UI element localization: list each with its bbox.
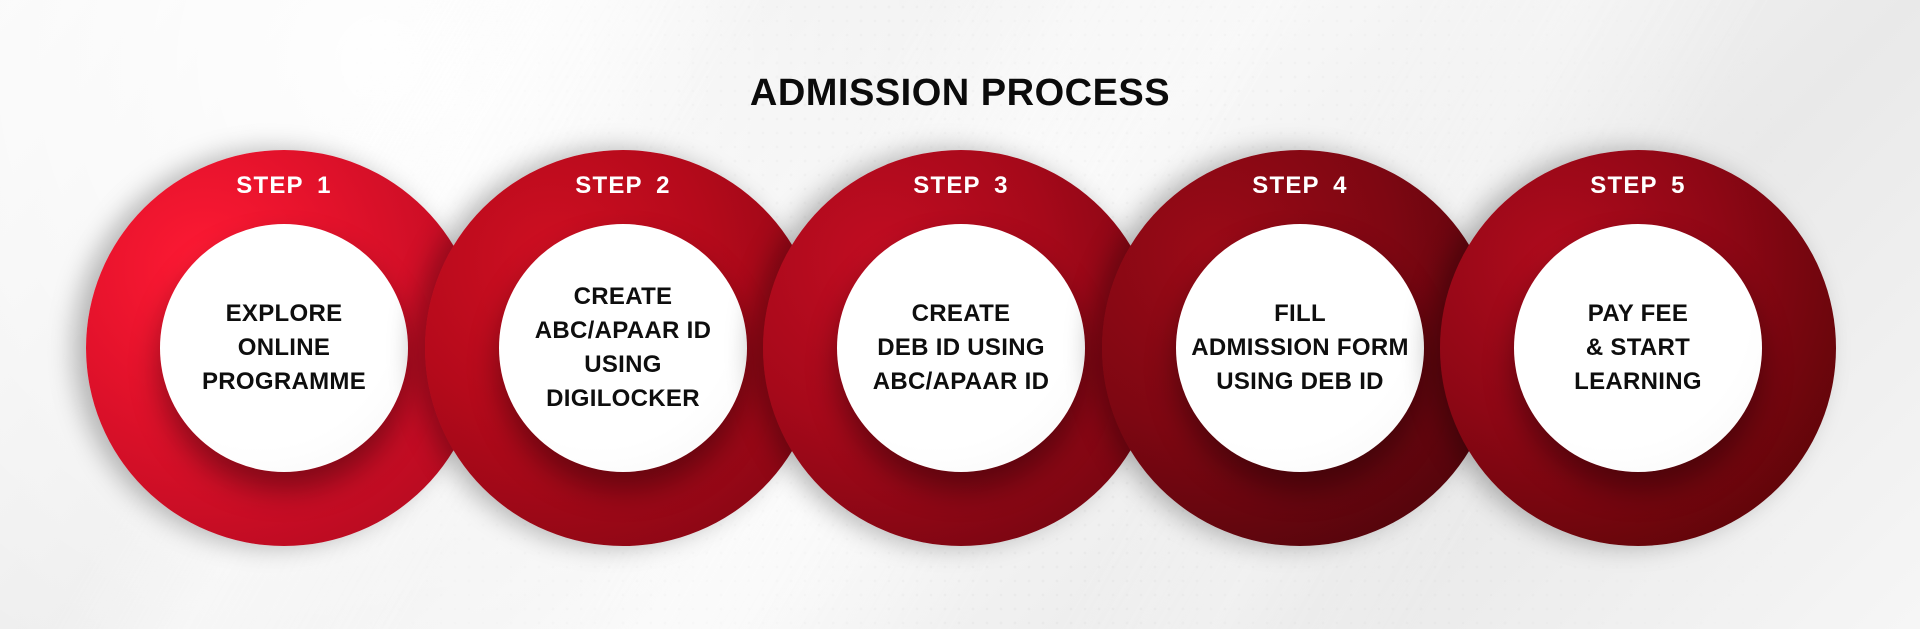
- step-2-circle: STEP 2 CREATE ABC/APAAR ID USING DIGILOC…: [425, 150, 821, 546]
- step-5-inner-circle: PAY FEE & START LEARNING: [1514, 224, 1762, 472]
- step-1-circle: STEP 1 EXPLORE ONLINE PROGRAMME: [86, 150, 482, 546]
- step-2-line-1: CREATE: [573, 283, 673, 310]
- step-5-line-1: PAY FEE: [1587, 300, 1689, 327]
- step-2-text: CREATE ABC/APAAR ID USING DIGILOCKER: [525, 280, 722, 416]
- step-1-line-1: EXPLORE: [225, 300, 343, 327]
- step-3-line-2: DEB ID USING: [877, 334, 1045, 361]
- step-2-line-2: ABC/APAAR ID: [534, 317, 712, 344]
- step-2-line-3: USING: [584, 351, 662, 378]
- step-2-label: STEP 2: [575, 172, 671, 199]
- step-4-line-1: FILL: [1274, 300, 1326, 327]
- step-3-inner-circle: CREATE DEB ID USING ABC/APAAR ID: [837, 224, 1085, 472]
- step-5-text: PAY FEE & START LEARNING: [1564, 297, 1712, 399]
- step-4-inner-circle: FILL ADMISSION FORM USING DEB ID: [1176, 224, 1424, 472]
- step-4-circle: STEP 4 FILL ADMISSION FORM USING DEB ID: [1102, 150, 1498, 546]
- step-2-inner-circle: CREATE ABC/APAAR ID USING DIGILOCKER: [499, 224, 747, 472]
- step-5-circle: STEP 5 PAY FEE & START LEARNING: [1440, 150, 1836, 546]
- step-4-text: FILL ADMISSION FORM USING DEB ID: [1181, 297, 1419, 399]
- step-1-line-2: ONLINE: [237, 334, 331, 361]
- step-1-inner-circle: EXPLORE ONLINE PROGRAMME: [160, 224, 408, 472]
- step-3-circle: STEP 3 CREATE DEB ID USING ABC/APAAR ID: [763, 150, 1159, 546]
- step-2-line-4: DIGILOCKER: [546, 385, 700, 412]
- page-title: ADMISSION PROCESS: [749, 72, 1171, 114]
- step-3-label: STEP 3: [913, 172, 1009, 199]
- step-1-label: STEP 1: [236, 172, 332, 199]
- step-3-text: CREATE DEB ID USING ABC/APAAR ID: [863, 297, 1060, 399]
- step-4-line-2: ADMISSION FORM: [1191, 334, 1409, 361]
- step-3-line-1: CREATE: [911, 300, 1011, 327]
- step-5-label: STEP 5: [1590, 172, 1686, 199]
- step-3-line-3: ABC/APAAR ID: [872, 368, 1050, 395]
- step-5-line-3: LEARNING: [1574, 368, 1702, 395]
- step-5-line-2: & START: [1585, 334, 1691, 361]
- step-4-label: STEP 4: [1252, 172, 1348, 199]
- step-1-text: EXPLORE ONLINE PROGRAMME: [192, 297, 376, 399]
- step-1-line-3: PROGRAMME: [201, 368, 367, 395]
- step-4-line-3: USING DEB ID: [1216, 368, 1384, 395]
